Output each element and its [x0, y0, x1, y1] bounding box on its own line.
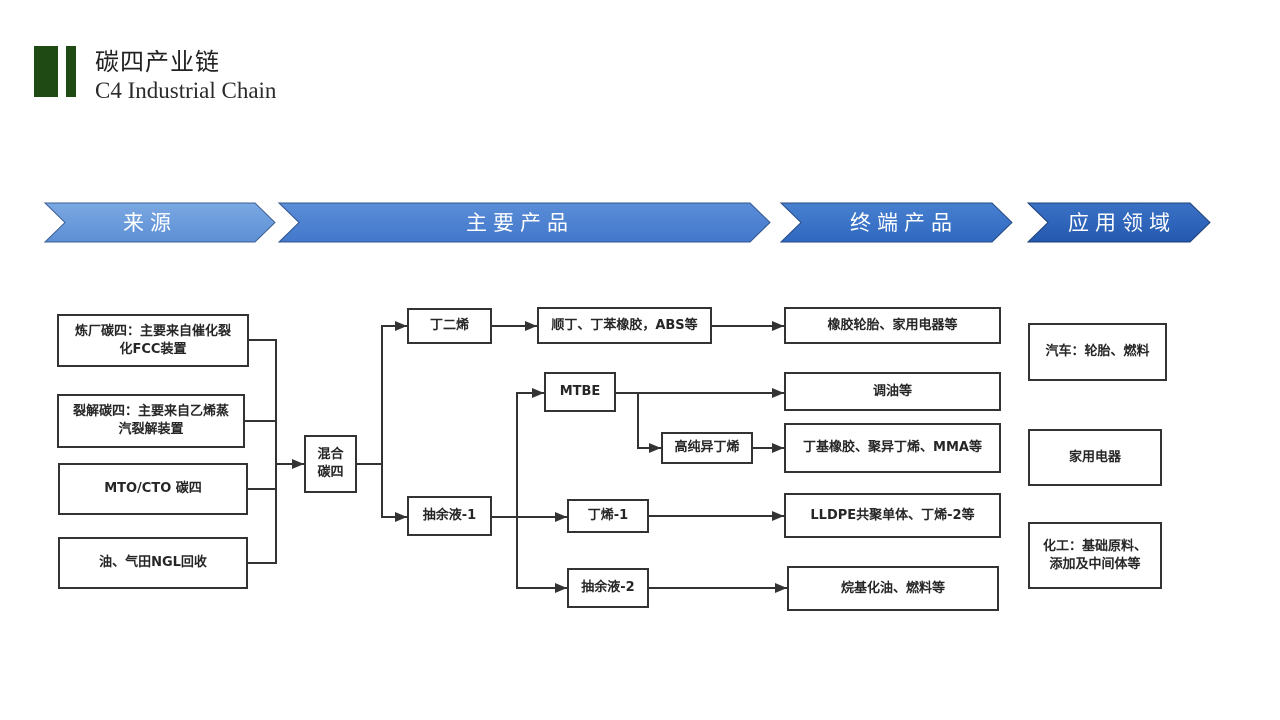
stage-label-main-products: 主要产品 [466, 211, 574, 235]
source-box-cracking-c4: 裂解碳四：主要来自乙烯蒸 汽裂解装置 [57, 394, 245, 448]
source-box-mto-cto-c4: MTO/CTO 碳四 [58, 463, 248, 515]
source-box-refinery-c4: 炼厂碳四：主要来自催化裂 化FCC装置 [57, 314, 249, 367]
banner-arrow-shape [1026, 202, 1211, 243]
mixed-c4-box: 混合 碳四 [304, 435, 357, 493]
stage-label-terminal-products: 终端产品 [850, 211, 958, 235]
terminal-box-alkylate: 烷基化油、燃料等 [787, 566, 999, 611]
stage-banner-application: 应用领域 [1026, 202, 1211, 243]
header-accent-bar-wide [34, 46, 58, 97]
banner-arrow-shape [277, 202, 771, 243]
source-box-ngl-recovery: 油、气田NGL回收 [58, 537, 248, 589]
stage-banner-source: 来源 [43, 202, 276, 243]
banner-arrow-shape [779, 202, 1013, 243]
stage-label-application: 应用领域 [1068, 211, 1176, 235]
application-box-chemicals: 化工：基础原料、 添加及中间体等 [1028, 522, 1162, 589]
stage-banner-main-products: 主要产品 [277, 202, 771, 243]
stage-banners: 来源 主要产品 终端产品 应用领域 [43, 202, 1211, 243]
page-title: 碳四产业链 [95, 48, 220, 76]
header-accent-bar-narrow [66, 46, 76, 97]
stage-label-source: 来源 [123, 211, 177, 235]
raffinate2-box: 抽余液-2 [567, 568, 649, 608]
application-box-home-appliances: 家用电器 [1028, 429, 1162, 486]
banner-arrow-shape [43, 202, 276, 243]
terminal-box-blending-oil: 调油等 [784, 372, 1001, 411]
page-subtitle: C4 Industrial Chain [95, 78, 277, 103]
terminal-box-lldpe: LLDPE共聚单体、丁烯-2等 [784, 493, 1001, 538]
terminal-box-rubber-tires: 橡胶轮胎、家用电器等 [784, 307, 1001, 344]
butadiene-box: 丁二烯 [407, 308, 492, 344]
butene1-box: 丁烯-1 [567, 499, 649, 533]
application-box-automotive: 汽车：轮胎、燃料 [1028, 323, 1167, 381]
butadiene-derivatives-box: 顺丁、丁苯橡胶，ABS等 [537, 307, 712, 344]
mtbe-box: MTBE [544, 372, 616, 412]
raffinate1-box: 抽余液-1 [407, 496, 492, 536]
high-purity-isobutene-box: 高纯异丁烯 [661, 432, 753, 464]
terminal-box-butyl-rubber: 丁基橡胶、聚异丁烯、MMA等 [784, 423, 1001, 473]
stage-banner-terminal-products: 终端产品 [779, 202, 1013, 243]
